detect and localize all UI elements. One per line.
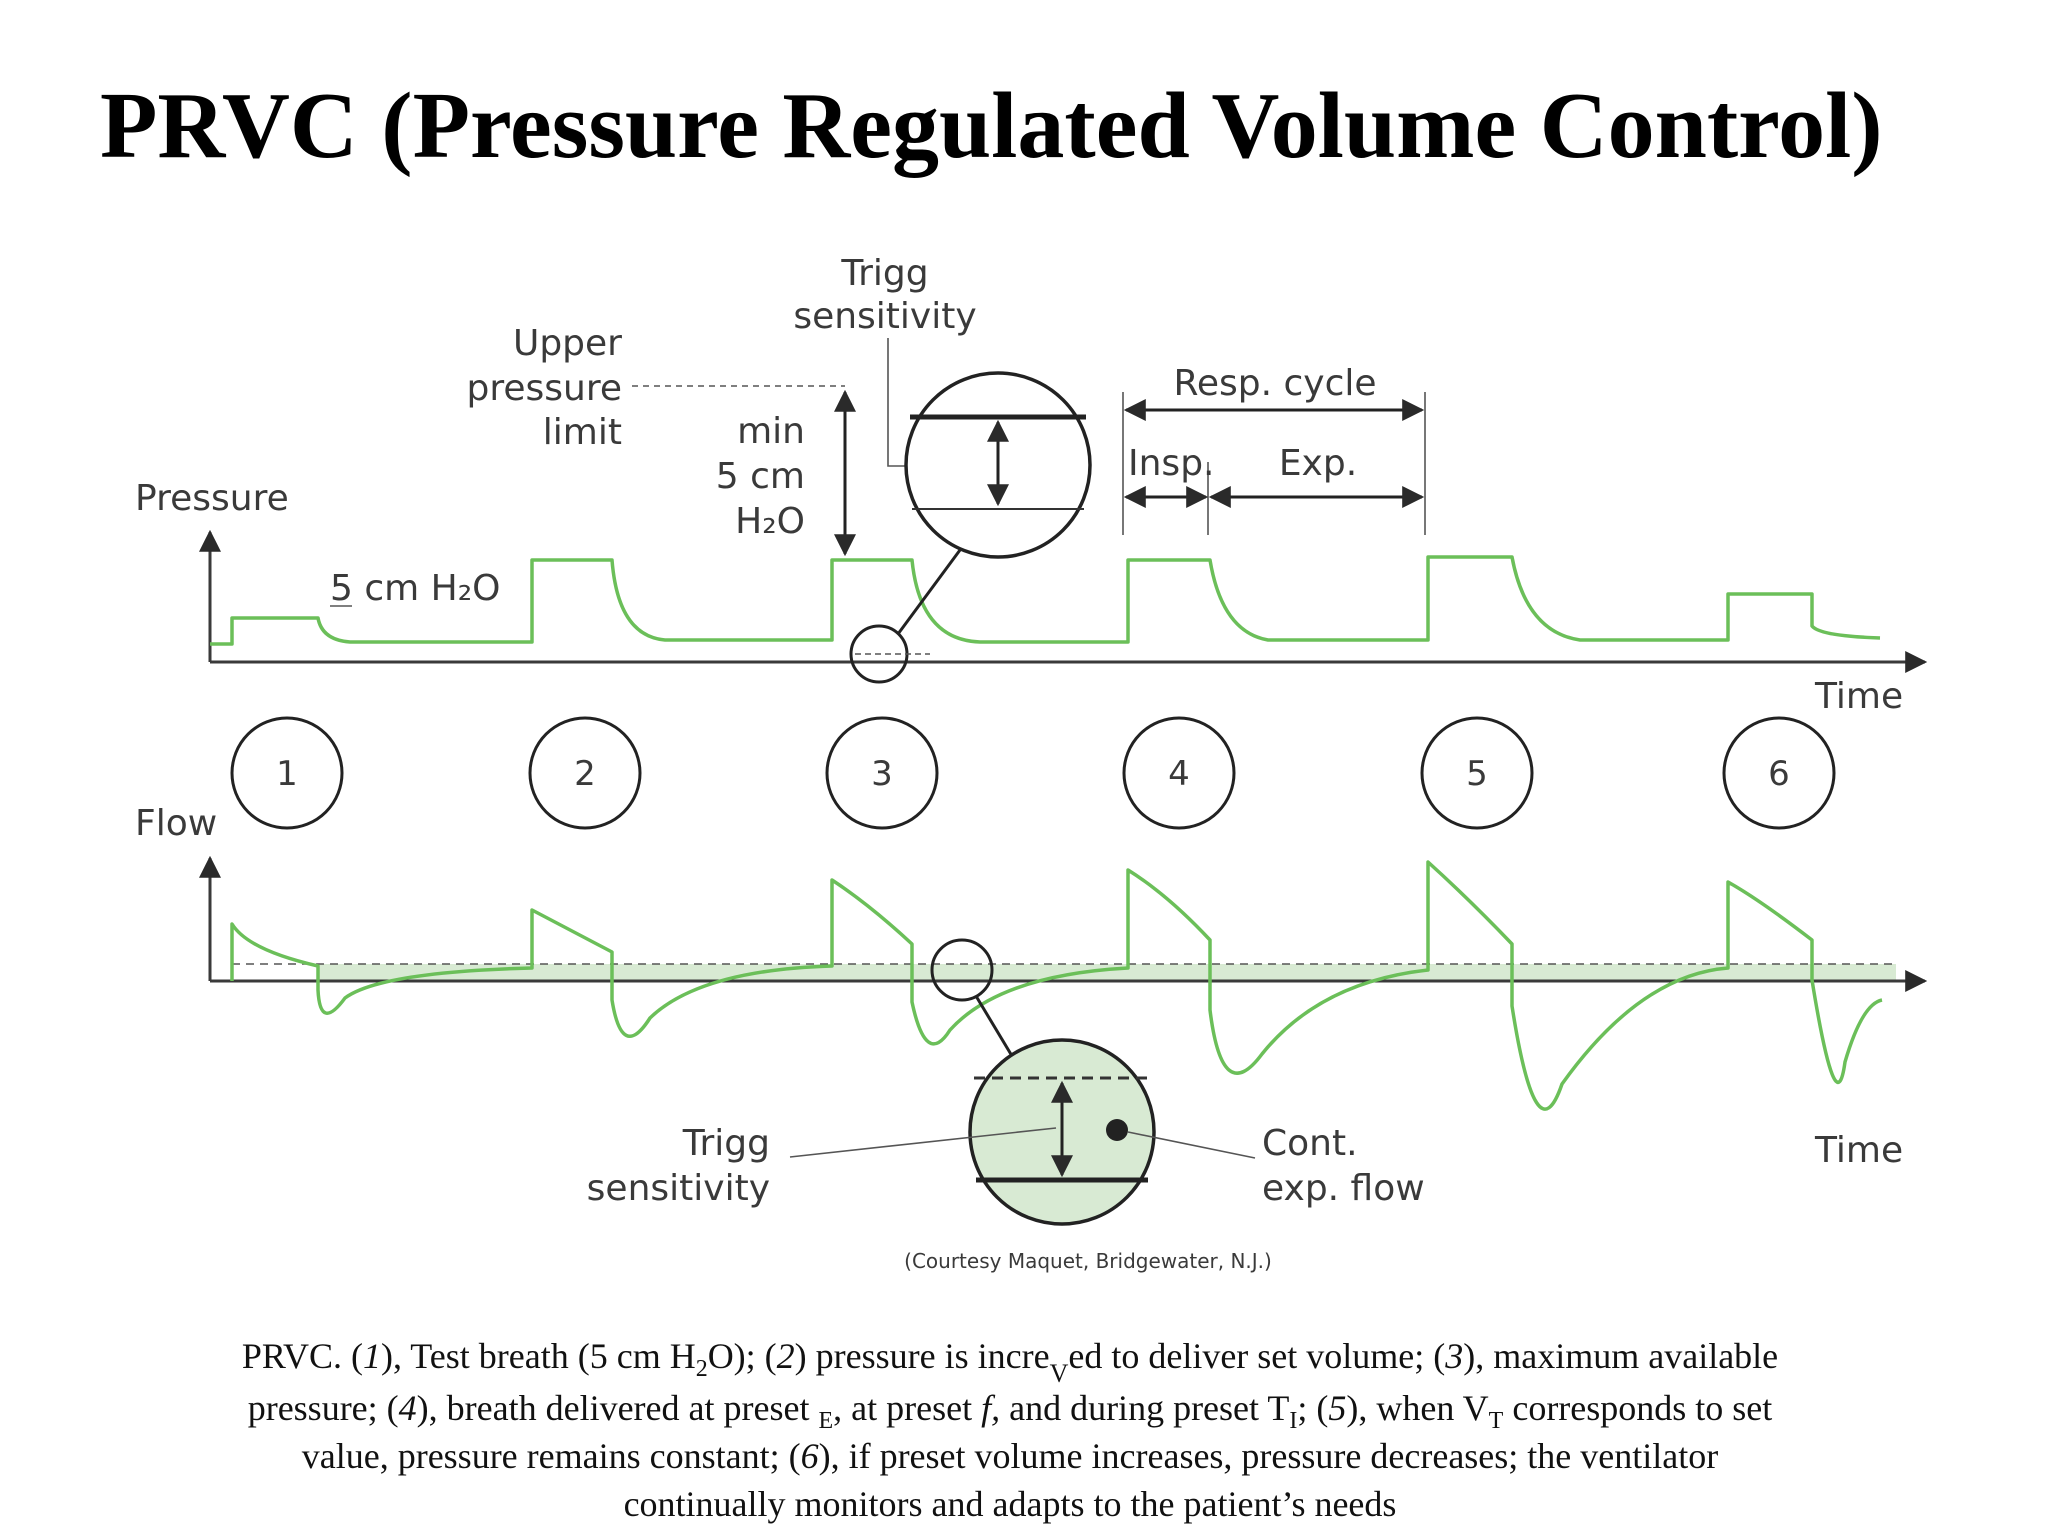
flow-waveform xyxy=(230,860,1883,1111)
flow-zoom-connector xyxy=(974,995,1014,1057)
exp-label: Exp. xyxy=(1279,443,1357,484)
flow-zoom-small-circle xyxy=(930,938,994,1002)
continuous-flow-band xyxy=(318,964,1896,981)
caption-line-2: pressure; (4), breath delivered at prese… xyxy=(247,1388,1773,1435)
min-label-3: H₂O xyxy=(735,501,805,542)
min-label-2: 5 cm xyxy=(716,456,805,497)
trigg-bottom-label-1: Trigg xyxy=(682,1123,770,1164)
test-breath-label: 5 cm H₂O xyxy=(330,568,501,609)
courtesy-credit: (Courtesy Maquet, Bridgewater, N.J.) xyxy=(904,1249,1272,1273)
flow-zoom-lens xyxy=(968,1038,1156,1226)
upper-limit-label-3: limit xyxy=(543,412,622,453)
resp-cycle-label: Resp. cycle xyxy=(1173,363,1376,404)
pressure-waveform xyxy=(210,555,1881,646)
cont-flow-leader xyxy=(1127,1131,1256,1159)
breath-number-6: 6 xyxy=(1768,754,1790,794)
flow-axis-label: Flow xyxy=(135,803,217,844)
breath-number-3: 3 xyxy=(871,754,893,794)
figure-caption: PRVC. (1), Test breath (5 cm H2O); (2) p… xyxy=(120,1332,1900,1528)
flow-time-label: Time xyxy=(1814,1130,1903,1171)
pressure-panel: Pressure Time 5 cm H₂O Upper pressure li… xyxy=(135,253,1928,717)
breath-number-4: 4 xyxy=(1168,754,1190,794)
upper-limit-label-2: pressure xyxy=(467,368,623,409)
cont-flow-label-1: Cont. xyxy=(1262,1123,1358,1164)
trigger-zoom-connector xyxy=(896,549,962,635)
trigg-top-label-2: sensitivity xyxy=(793,296,976,337)
breath-number-1: 1 xyxy=(276,754,298,794)
breath-markers: 1 2 3 4 5 6 xyxy=(230,716,1836,830)
min-label-1: min xyxy=(737,411,805,452)
pressure-axis-label: Pressure xyxy=(135,478,289,519)
caption-line-3: value, pressure remains constant; (6), i… xyxy=(301,1436,1719,1476)
breath-number-5: 5 xyxy=(1466,754,1488,794)
trigg-bottom-leader xyxy=(789,1127,1057,1158)
trigg-bottom-label-2: sensitivity xyxy=(587,1168,770,1209)
trigger-zoom-lens xyxy=(904,371,1092,559)
upper-limit-label-1: Upper xyxy=(513,323,622,364)
insp-label: Insp. xyxy=(1128,443,1214,484)
pressure-time-label: Time xyxy=(1814,676,1903,717)
trigg-top-label-1: Trigg xyxy=(840,253,928,294)
caption-line-1: PRVC. (1), Test breath (5 cm H2O); (2) p… xyxy=(241,1336,1779,1388)
caption-line-4: continually monitors and adapts to the p… xyxy=(623,1484,1397,1524)
flow-panel: Flow Time Trigg sensitivity Cont. exp. f… xyxy=(135,803,1928,1273)
cont-flow-label-2: exp. flow xyxy=(1262,1168,1425,1209)
page-title: PRVC (Pressure Regulated Volume Control) xyxy=(100,74,1883,178)
breath-number-2: 2 xyxy=(574,754,596,794)
